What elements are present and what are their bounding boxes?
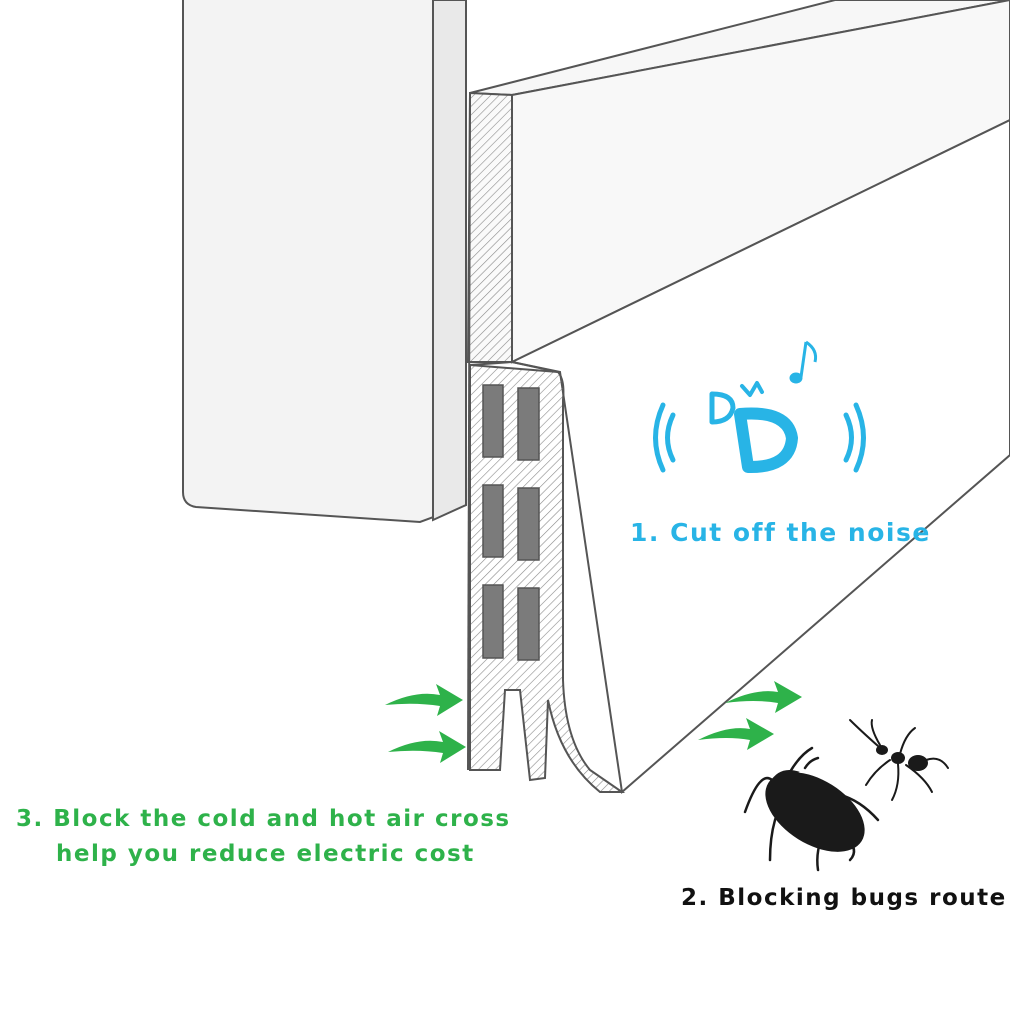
door-icon — [182, 0, 467, 524]
ant-icon — [849, 719, 949, 801]
caption-blocking-bugs: 2. Blocking bugs route — [681, 885, 1007, 911]
noise-letters-icon — [709, 381, 798, 474]
sound-wave-icon — [653, 402, 866, 473]
caption-block-air-line2: help you reduce electric cost — [56, 841, 475, 867]
caption-block-air: 3. Block the cold and hot air cross help… — [16, 802, 511, 872]
caption-block-air-line1: 3. Block the cold and hot air cross — [16, 806, 511, 832]
caption-cut-noise: 1. Cut off the noise — [630, 518, 931, 547]
cockroach-icon — [743, 746, 880, 872]
music-note-icon — [789, 340, 818, 384]
air-arrow-icon — [698, 681, 802, 750]
magnet-strip-icon — [482, 384, 540, 661]
seal-strip-icon — [466, 0, 1010, 794]
air-arrow-icon — [385, 684, 466, 763]
